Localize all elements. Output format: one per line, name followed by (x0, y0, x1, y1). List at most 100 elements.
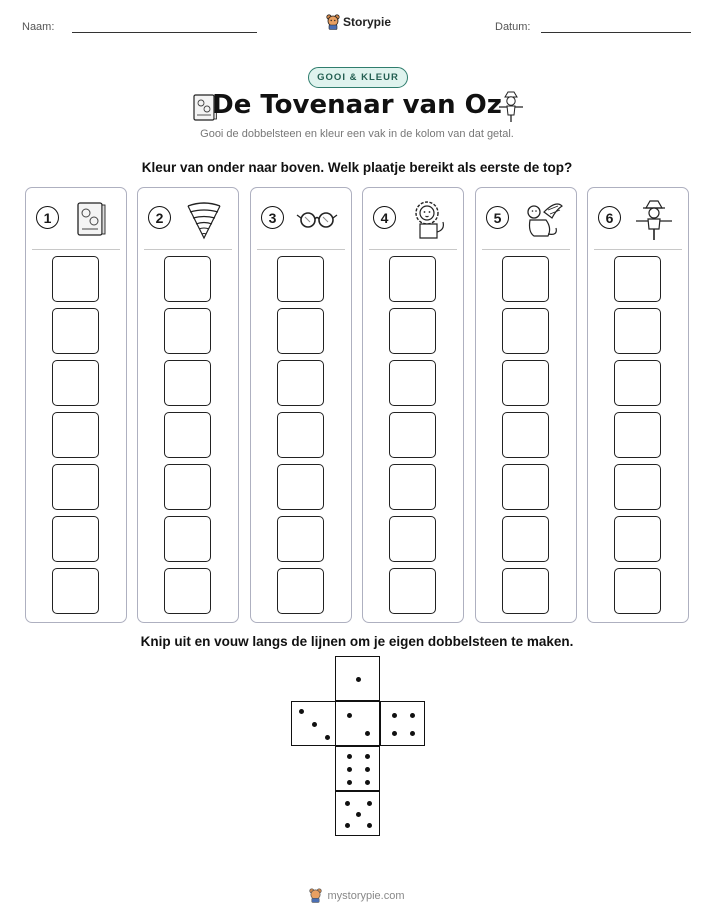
dice-face-5 (335, 791, 380, 836)
name-line[interactable] (72, 32, 257, 33)
color-cell[interactable] (502, 568, 549, 614)
scarecrow-icon (499, 91, 523, 122)
dice-face-2 (335, 701, 380, 746)
color-cell[interactable] (164, 256, 211, 302)
bear-icon (309, 888, 323, 903)
color-cell[interactable] (614, 360, 661, 406)
dice-pip (347, 779, 352, 785)
scarecrow-icon (636, 200, 672, 240)
color-cell[interactable] (164, 412, 211, 458)
column-number: 6 (598, 206, 621, 229)
dice-face-4 (380, 701, 425, 746)
column-1: 1 (25, 187, 127, 623)
dice-face-3 (291, 701, 336, 746)
color-cell[interactable] (614, 464, 661, 510)
activity-badge: GOOI & KLEUR (308, 67, 408, 88)
color-cell[interactable] (164, 464, 211, 510)
column-6: 6 (587, 187, 689, 623)
column-number: 3 (261, 206, 284, 229)
color-cell[interactable] (277, 360, 324, 406)
color-cell[interactable] (614, 568, 661, 614)
brand-logo: Storypie (326, 14, 391, 30)
page-title: De Tovenaar van Oz (212, 90, 502, 120)
color-cell[interactable] (164, 360, 211, 406)
date-label: Datum: (495, 21, 531, 33)
page-subtitle: Gooi de dobbelsteen en kleur een vak in … (200, 128, 514, 140)
color-cell[interactable] (52, 256, 99, 302)
lion-icon (415, 201, 444, 239)
color-cell[interactable] (277, 412, 324, 458)
flying-monkey-icon (527, 203, 563, 237)
dice-pip (356, 812, 361, 817)
dice-face-6 (335, 746, 380, 791)
color-cell[interactable] (389, 360, 436, 406)
dice-pip (365, 754, 370, 760)
color-cell[interactable] (614, 308, 661, 354)
dice-pip (347, 754, 352, 760)
color-cell[interactable] (502, 256, 549, 302)
color-cell[interactable] (52, 360, 99, 406)
color-cell[interactable] (164, 568, 211, 614)
color-cell[interactable] (502, 516, 549, 562)
dice-pip (365, 779, 370, 785)
color-cell[interactable] (52, 568, 99, 614)
color-cell[interactable] (277, 568, 324, 614)
book-icon (77, 202, 106, 236)
column-divider (482, 249, 570, 250)
bear-icon (326, 14, 340, 30)
footer-url[interactable]: mystorypie.com (327, 889, 405, 902)
color-cell[interactable] (277, 516, 324, 562)
color-cell[interactable] (164, 308, 211, 354)
color-cell[interactable] (277, 256, 324, 302)
column-divider (369, 249, 457, 250)
color-cell[interactable] (277, 464, 324, 510)
color-cell[interactable] (389, 308, 436, 354)
dice-face-1 (335, 656, 380, 701)
color-cell[interactable] (164, 516, 211, 562)
color-cell[interactable] (502, 308, 549, 354)
dice-pip (410, 713, 415, 718)
dice-pip (344, 800, 350, 806)
column-divider (144, 249, 232, 250)
column-3: 3 (250, 187, 352, 623)
dice-pip (356, 677, 361, 682)
dice-pip (392, 713, 397, 718)
color-cell[interactable] (52, 412, 99, 458)
column-4: 4 (362, 187, 464, 623)
column-number: 5 (486, 206, 509, 229)
color-cell[interactable] (52, 308, 99, 354)
dice-pip (392, 731, 397, 736)
color-cell[interactable] (52, 464, 99, 510)
tornado-icon (187, 202, 221, 240)
color-cell[interactable] (614, 516, 661, 562)
color-cell[interactable] (389, 464, 436, 510)
color-cell[interactable] (389, 568, 436, 614)
color-cell[interactable] (502, 360, 549, 406)
dice-pip (299, 709, 305, 715)
color-cell[interactable] (52, 516, 99, 562)
color-cell[interactable] (502, 412, 549, 458)
column-divider (32, 249, 120, 250)
color-cell[interactable] (614, 412, 661, 458)
color-cell[interactable] (389, 412, 436, 458)
brand-name: Storypie (343, 15, 392, 29)
color-cell[interactable] (277, 308, 324, 354)
dice-pip (410, 731, 415, 736)
dice-pip (347, 767, 352, 772)
column-number: 2 (148, 206, 171, 229)
date-line[interactable] (541, 32, 691, 33)
dice-pip (312, 722, 317, 727)
column-5: 5 (475, 187, 577, 623)
dice-instruction: Knip uit en vouw langs de lijnen om je e… (140, 634, 574, 649)
book-icon (193, 94, 217, 121)
dice-pip (347, 713, 352, 718)
name-label: Naam: (22, 21, 55, 33)
color-cell[interactable] (614, 256, 661, 302)
dice-pip (324, 734, 330, 740)
color-cell[interactable] (389, 256, 436, 302)
color-cell[interactable] (389, 516, 436, 562)
dice-pip (365, 731, 370, 736)
dice-pip (344, 823, 350, 829)
color-cell[interactable] (502, 464, 549, 510)
dice-pip (365, 767, 370, 772)
